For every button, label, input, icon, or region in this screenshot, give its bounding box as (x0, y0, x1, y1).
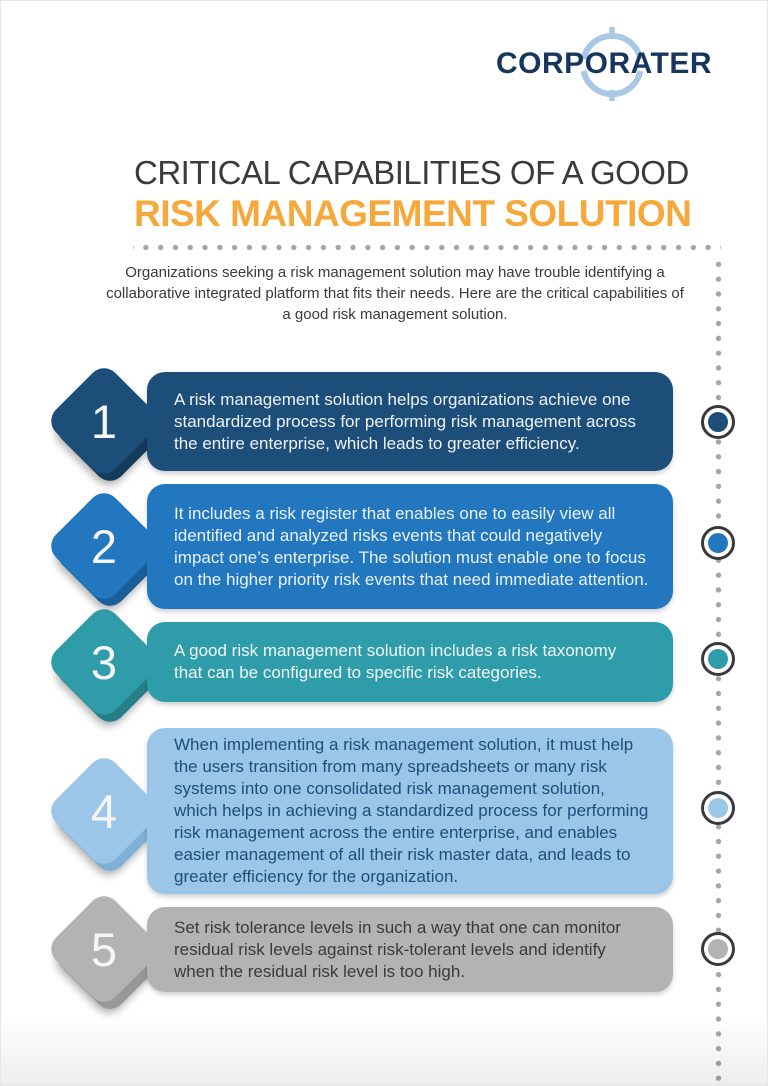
item-number: 1 (90, 394, 118, 448)
item-number: 4 (90, 784, 118, 838)
capability-card: Set risk tolerance levels in such a way … (147, 907, 673, 992)
corporater-logo: CORPORATER (495, 25, 713, 103)
page-title: CRITICAL CAPABILITIES OF A GOOD RISK MAN… (134, 153, 692, 235)
capability-text: Set risk tolerance levels in such a way … (174, 917, 621, 981)
diamond-badge: 5 (44, 889, 164, 1009)
intro-paragraph: Organizations seeking a risk management … (106, 264, 684, 323)
item-number: 5 (90, 922, 118, 976)
timeline-marker (701, 526, 735, 560)
item-number: 3 (90, 635, 118, 689)
timeline-marker (701, 405, 735, 439)
dotted-divider-horizontal (133, 244, 721, 251)
item-number: 2 (90, 519, 118, 573)
capability-text: It includes a risk register that enables… (174, 503, 649, 589)
timeline-marker-dot (708, 533, 728, 553)
diamond-badge: 3 (44, 602, 164, 722)
logo-wordmark: CORPORATER (495, 47, 713, 80)
title-line-1: CRITICAL CAPABILITIES OF A GOOD (134, 154, 689, 191)
timeline-marker-dot (708, 649, 728, 669)
capability-card: It includes a risk register that enables… (147, 484, 673, 609)
timeline-marker-dot (708, 939, 728, 959)
timeline-marker (701, 642, 735, 676)
capability-card: A risk management solution helps organiz… (147, 372, 673, 471)
title-line-2: RISK MANAGEMENT SOLUTION (134, 193, 692, 234)
capability-text: A risk management solution helps organiz… (174, 389, 637, 453)
compass-target-icon (580, 27, 644, 101)
capability-card: A good risk management solution includes… (147, 622, 673, 702)
timeline-marker (701, 932, 735, 966)
capability-text: When implementing a risk management solu… (174, 735, 649, 886)
capability-card: When implementing a risk management solu… (147, 728, 673, 894)
diamond-badge: 1 (44, 361, 164, 481)
timeline-marker (701, 791, 735, 825)
diamond-badge: 2 (44, 486, 164, 606)
timeline-marker-dot (708, 412, 728, 432)
diamond-badge: 4 (44, 751, 164, 871)
capability-text: A good risk management solution includes… (174, 641, 617, 682)
timeline-marker-dot (708, 798, 728, 818)
